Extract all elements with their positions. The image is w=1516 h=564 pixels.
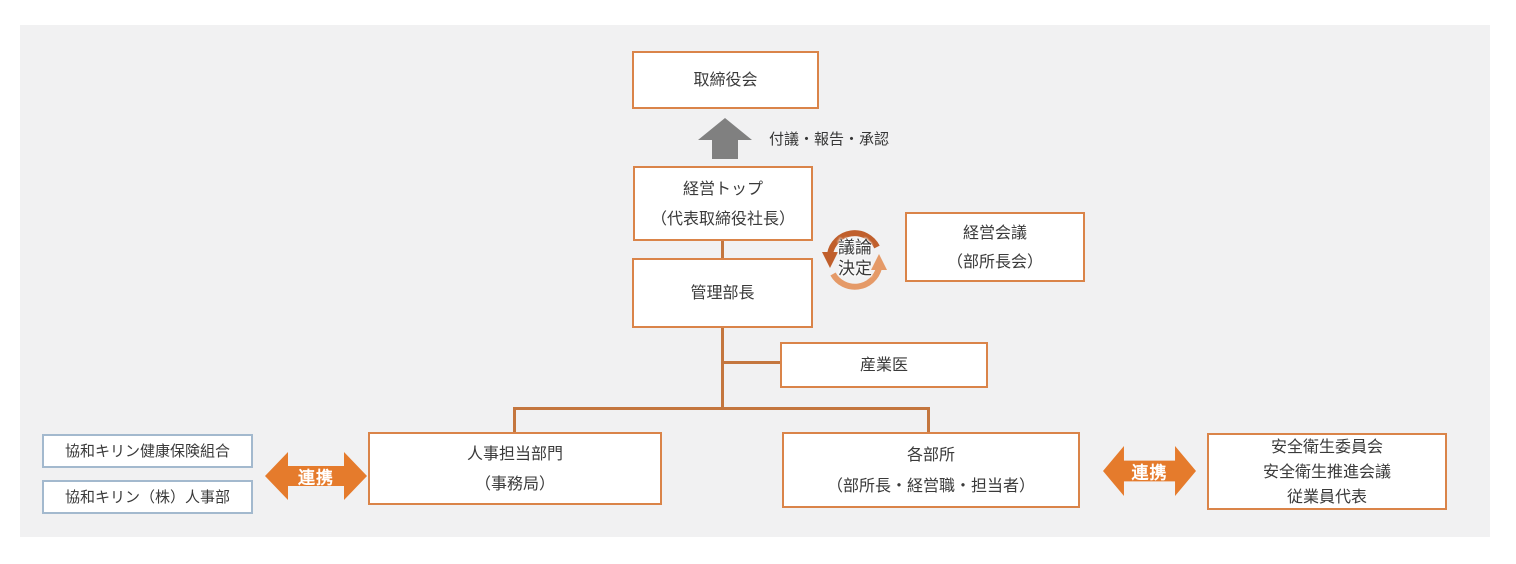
connector-drop-hr [513, 407, 516, 432]
link-label-left: 連携 [298, 468, 334, 489]
link-label-right: 連携 [1131, 463, 1168, 484]
cycle-label-top: 議論 [838, 238, 872, 258]
link-arrow-right: 連携 [1103, 446, 1196, 496]
node-board-label: 取締役会 [693, 70, 758, 90]
cycle-label-bottom: 決定 [838, 259, 872, 279]
cycle-label: 議論 決定 [818, 238, 892, 280]
node-safety-bodies-line2: 安全衛生推進会議 [1262, 462, 1391, 481]
double-arrow-icon [265, 452, 367, 500]
node-safety-bodies: 安全衛生委員会 安全衛生推進会議 従業員代表 [1207, 433, 1447, 510]
node-hr-department: 人事担当部門 （事務局） [368, 432, 662, 505]
node-health-insurance-union: 協和キリン健康保険組合 [42, 434, 253, 468]
node-safety-bodies-line3: 従業員代表 [1286, 487, 1367, 506]
node-top-management-line1: 経営トップ [682, 178, 763, 198]
node-hr-division-label: 協和キリン（株）人事部 [64, 488, 230, 506]
node-each-division: 各部所 （部所長・経営職・担当者） [782, 432, 1080, 508]
node-industrial-physician: 産業医 [780, 342, 988, 388]
link-arrow-left: 連携 [265, 452, 367, 500]
connector-topmgmt-to-gm [721, 241, 724, 258]
node-each-division-line1: 各部所 [906, 445, 955, 465]
connector-branch-physician [722, 361, 780, 364]
node-hr-division: 協和キリン（株）人事部 [42, 480, 253, 514]
node-general-manager-label: 管理部長 [690, 283, 755, 303]
node-hr-department-line1: 人事担当部門 [466, 444, 563, 464]
node-top-management-line2: （代表取締役社長） [650, 208, 795, 228]
node-industrial-physician-label: 産業医 [859, 355, 908, 375]
node-health-insurance-union-label: 協和キリン健康保険組合 [64, 442, 230, 460]
connector-gm-down [721, 328, 724, 409]
node-general-manager: 管理部長 [632, 258, 813, 328]
connector-drop-division [927, 407, 930, 432]
escalation-label: 付議・報告・承認 [769, 130, 890, 148]
node-each-division-line2: （部所長・経営職・担当者） [826, 475, 1035, 495]
node-top-management: 経営トップ （代表取締役社長） [633, 166, 813, 241]
node-management-council: 経営会議 （部所長会） [905, 212, 1085, 282]
node-management-council-line1: 経営会議 [962, 223, 1027, 243]
node-safety-bodies-line1: 安全衛生委員会 [1270, 437, 1383, 456]
node-management-council-line2: （部所長会） [946, 251, 1043, 271]
connector-horizontal-main [513, 407, 930, 410]
node-board-of-directors: 取締役会 [632, 51, 819, 109]
cycle-arrows-icon [822, 230, 887, 290]
node-hr-department-line2: （事務局） [474, 473, 555, 493]
up-arrow-icon [698, 118, 752, 159]
double-arrow-icon [1103, 446, 1196, 496]
